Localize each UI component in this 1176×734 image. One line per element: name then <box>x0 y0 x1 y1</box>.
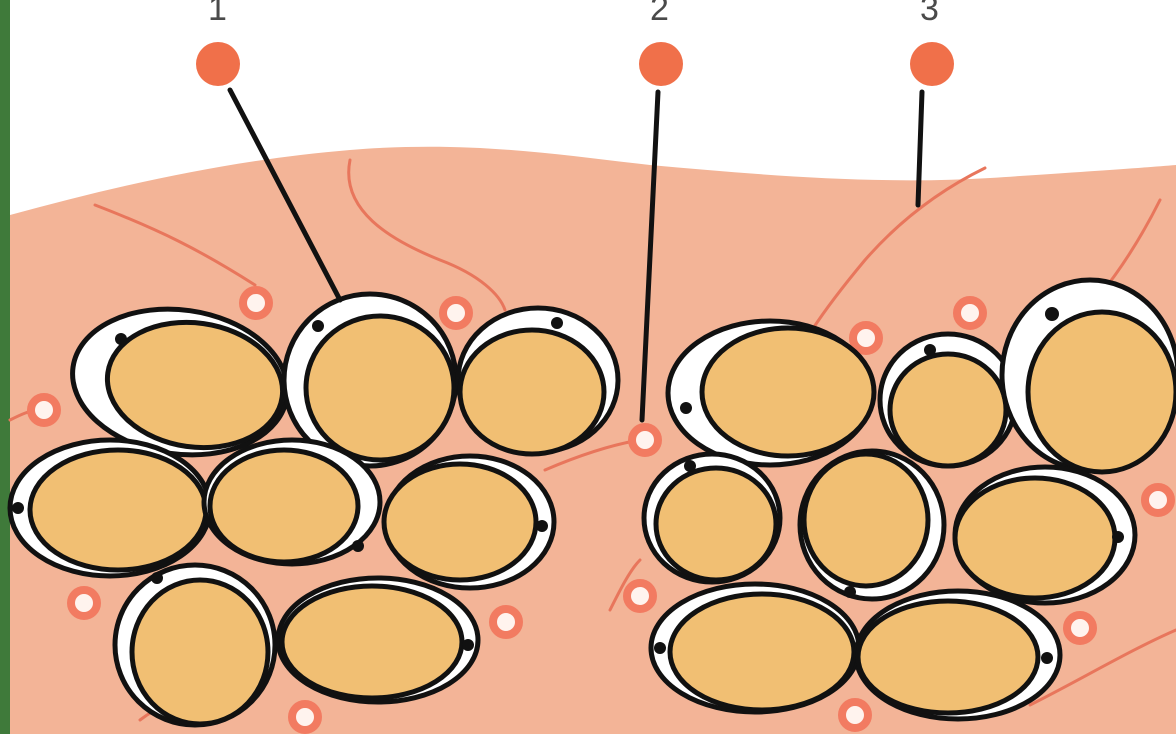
adipocyte <box>458 308 618 454</box>
vessel-ring <box>243 290 269 316</box>
vessel-ring <box>1145 487 1171 513</box>
vessel-ring <box>627 583 653 609</box>
marker-label-1: 1 <box>208 0 227 28</box>
vessel-ring <box>71 590 97 616</box>
vessel-ring <box>443 300 469 326</box>
adipocyte <box>10 440 210 576</box>
vessel-ring <box>957 300 983 326</box>
vessel-ring <box>842 702 868 728</box>
marker-label-2: 2 <box>650 0 669 28</box>
adipocyte <box>880 334 1016 466</box>
adipocyte <box>204 440 380 564</box>
vessel-ring <box>1067 615 1093 641</box>
vessel-ring <box>493 609 519 635</box>
adipocyte <box>115 565 275 725</box>
vessel-ring <box>853 325 879 351</box>
vessel-ring <box>292 704 318 730</box>
adipocyte <box>955 467 1135 603</box>
vessel-ring <box>31 397 57 423</box>
pointer-head-3 <box>910 42 954 86</box>
marker-label-3: 3 <box>920 0 939 28</box>
adipocyte <box>1002 280 1176 472</box>
adipocyte <box>668 321 874 465</box>
vessel-ring <box>632 427 658 453</box>
adipocyte <box>651 584 859 712</box>
pointer-head-1 <box>196 42 240 86</box>
adipocyte <box>644 454 780 582</box>
adipocyte <box>800 451 944 599</box>
pointer-head-2 <box>639 42 683 86</box>
adipocyte <box>856 591 1060 719</box>
adipocyte <box>384 456 554 588</box>
adipocyte <box>278 578 478 702</box>
